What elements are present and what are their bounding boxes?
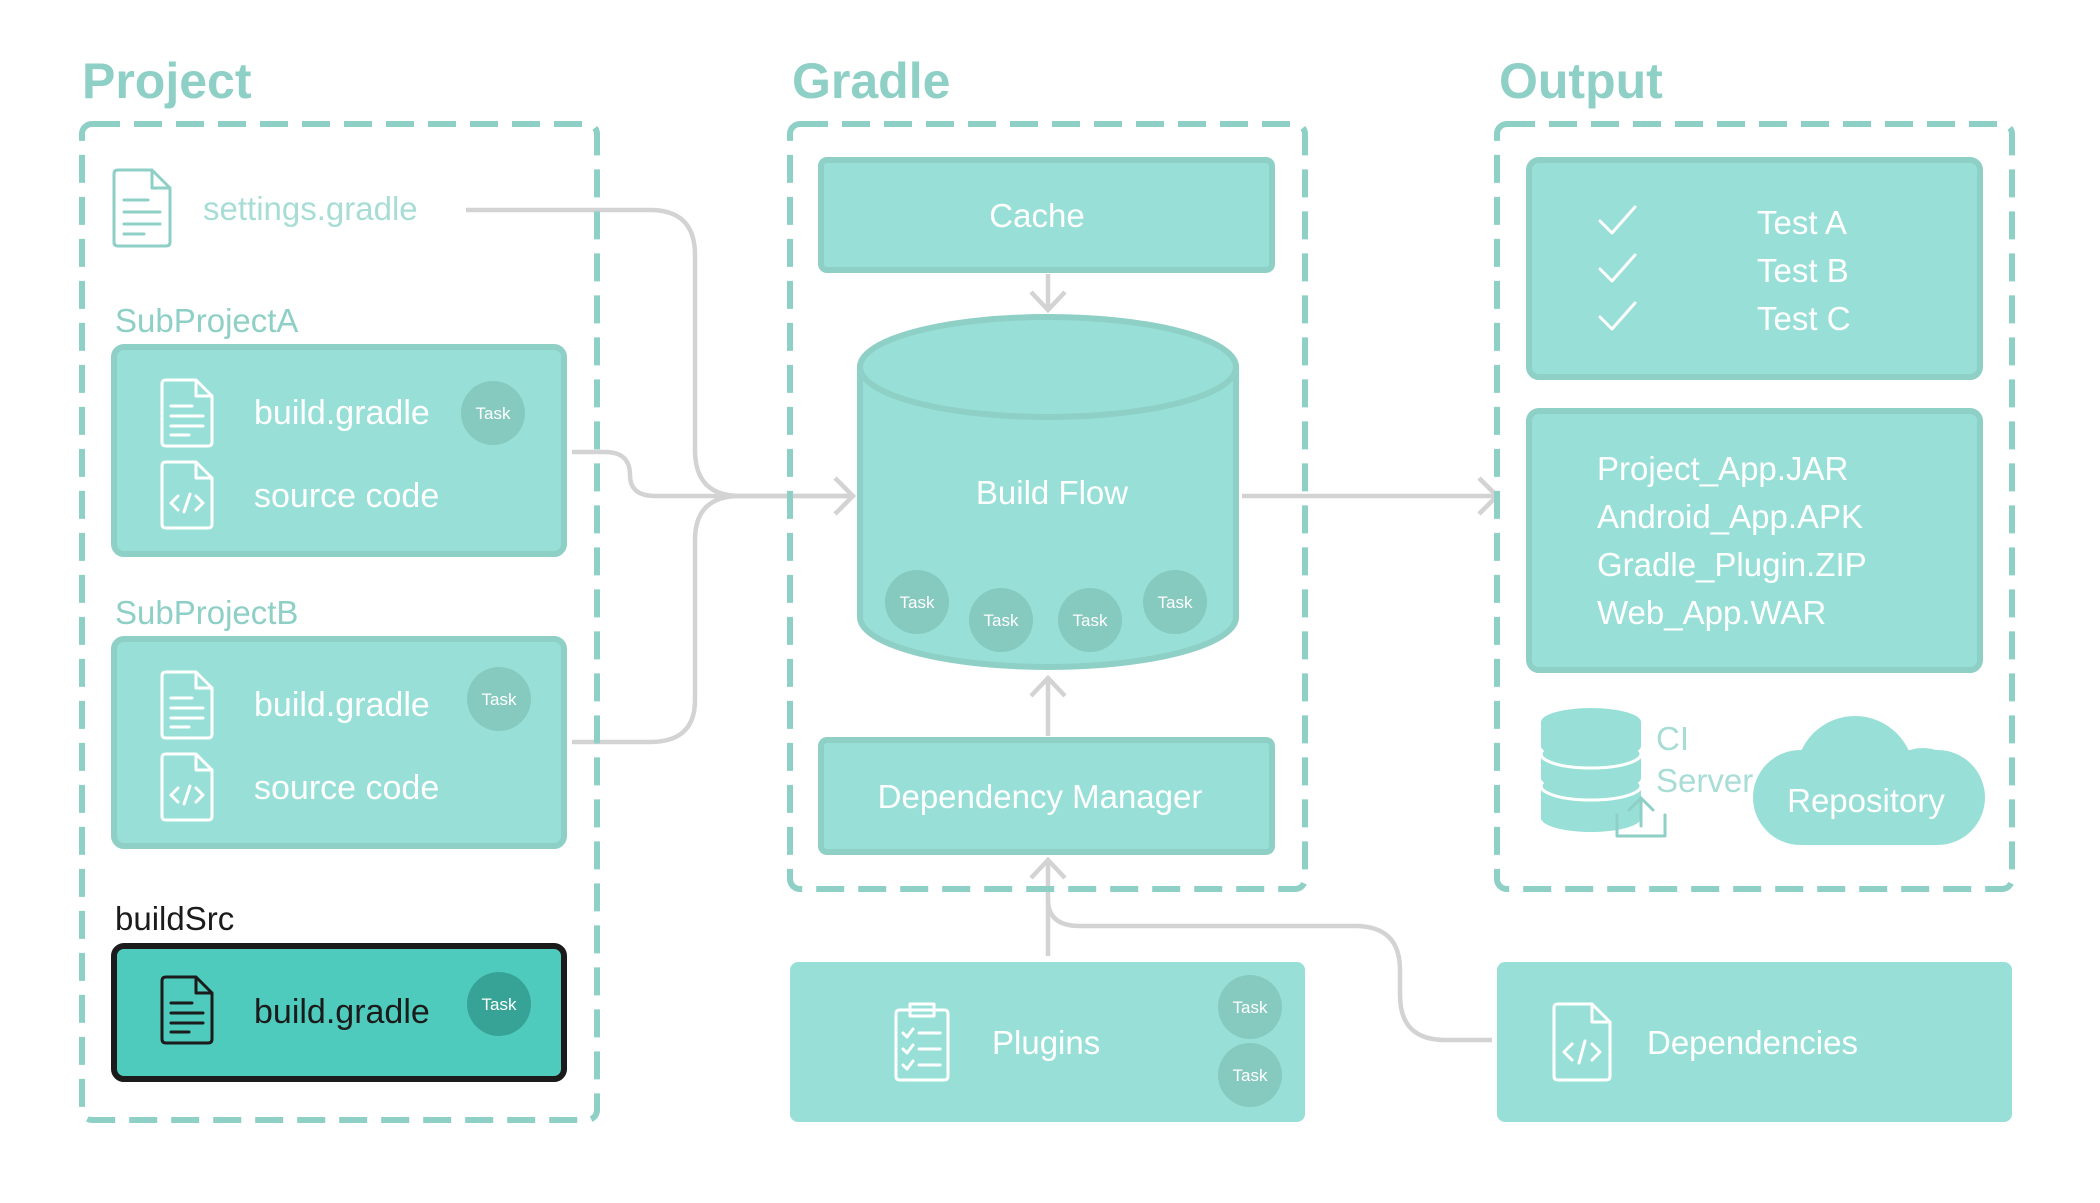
build-flow-cylinder: [857, 314, 1239, 670]
task-badge-label: Task: [1233, 998, 1268, 1017]
gradle-heading: Gradle: [792, 53, 950, 109]
cloud-icon: [1753, 716, 1985, 845]
subprojecta-panel: [111, 344, 567, 557]
dependency-manager-label: Dependency Manager: [878, 778, 1203, 815]
output-frame: [1494, 121, 2015, 892]
dependency-manager-box: [818, 737, 1275, 855]
artifact-label: Web_App.WAR: [1597, 594, 1826, 631]
project-heading: Project: [82, 53, 252, 109]
output-heading: Output: [1499, 53, 1663, 109]
buildsrc-label: buildSrc: [115, 900, 234, 937]
connector-dependencies-to-depmanager: [1045, 899, 1492, 1043]
test-label: Test B: [1757, 252, 1849, 289]
document-icon: [160, 975, 214, 1045]
subprojectb-label: SubProjectB: [115, 594, 298, 631]
connectors: [466, 207, 1501, 1043]
task-badge: [1143, 570, 1207, 634]
task-badge: [1058, 588, 1122, 652]
ci-server-label-line1: CI: [1656, 720, 1689, 757]
subprojecta-build-gradle: build.gradle: [254, 394, 430, 432]
task-badge-label: Task: [482, 995, 517, 1014]
upload-icon: [1615, 796, 1667, 838]
dependencies-label: Dependencies: [1647, 1024, 1858, 1061]
code-file-icon: [1552, 1002, 1612, 1082]
project-frame: [79, 121, 600, 1123]
task-badge-label: Task: [482, 690, 517, 709]
code-file-icon: [160, 460, 214, 530]
ci-server-label-line2: Server: [1656, 762, 1753, 799]
connector-settings-to-buildflow: [466, 207, 850, 499]
plugins-box: [790, 962, 1305, 1122]
task-badge: [1218, 975, 1282, 1039]
tests-box: [1526, 157, 1983, 380]
artifact-label: Project_App.JAR: [1597, 450, 1848, 487]
task-badge: [969, 588, 1033, 652]
artifacts-box: [1526, 408, 1983, 673]
subprojecta-source-code: source code: [254, 477, 439, 515]
settings-gradle-label: settings.gradle: [203, 190, 418, 227]
checkmark-icon: [1598, 253, 1637, 283]
connector-depmanager-to-buildflow: [1029, 674, 1067, 736]
connector-subprojectb-to-buildflow: [572, 493, 741, 745]
document-icon: [112, 168, 172, 248]
arrowhead-buildflow-in: [833, 476, 857, 516]
document-icon: [160, 378, 214, 448]
subprojectb-source-code: source code: [254, 769, 439, 807]
task-badge: [461, 381, 525, 445]
build-flow-label: Build Flow: [976, 474, 1128, 511]
checklist-icon: [894, 1002, 950, 1082]
task-badge: [1218, 1043, 1282, 1107]
task-badge-label: Task: [900, 593, 935, 612]
database-icon: [1539, 708, 1643, 832]
test-label: Test C: [1757, 300, 1851, 337]
connector-cache-to-buildflow: [1029, 274, 1067, 314]
subprojectb-build-gradle: build.gradle: [254, 686, 430, 724]
gradle-frame: [787, 121, 1308, 892]
checkmark-icon: [1598, 205, 1637, 235]
document-icon: [160, 670, 214, 740]
task-badge: [885, 570, 949, 634]
cache-label: Cache: [989, 197, 1084, 234]
buildsrc-panel: [111, 943, 567, 1082]
subprojecta-label: SubProjectA: [115, 302, 298, 339]
subprojectb-panel: [111, 636, 567, 849]
test-label: Test A: [1757, 204, 1847, 241]
task-badge-label: Task: [476, 404, 511, 423]
task-badge-label: Task: [984, 611, 1019, 630]
repository-label: Repository: [1787, 782, 1945, 819]
task-badge-label: Task: [1233, 1066, 1268, 1085]
code-file-icon: [160, 752, 214, 822]
task-badge-label: Task: [1158, 593, 1193, 612]
task-badge-label: Task: [1073, 611, 1108, 630]
task-badge: [467, 667, 531, 731]
dependencies-box: [1497, 962, 2012, 1122]
task-badge: [467, 972, 531, 1036]
artifact-label: Gradle_Plugin.ZIP: [1597, 546, 1867, 583]
connector-subprojecta-to-buildflow: [572, 449, 850, 499]
artifact-label: Android_App.APK: [1597, 498, 1863, 535]
checkmark-icon: [1598, 301, 1637, 331]
cache-box: [818, 157, 1275, 273]
buildsrc-build-gradle: build.gradle: [254, 993, 430, 1031]
plugins-label: Plugins: [992, 1024, 1100, 1061]
